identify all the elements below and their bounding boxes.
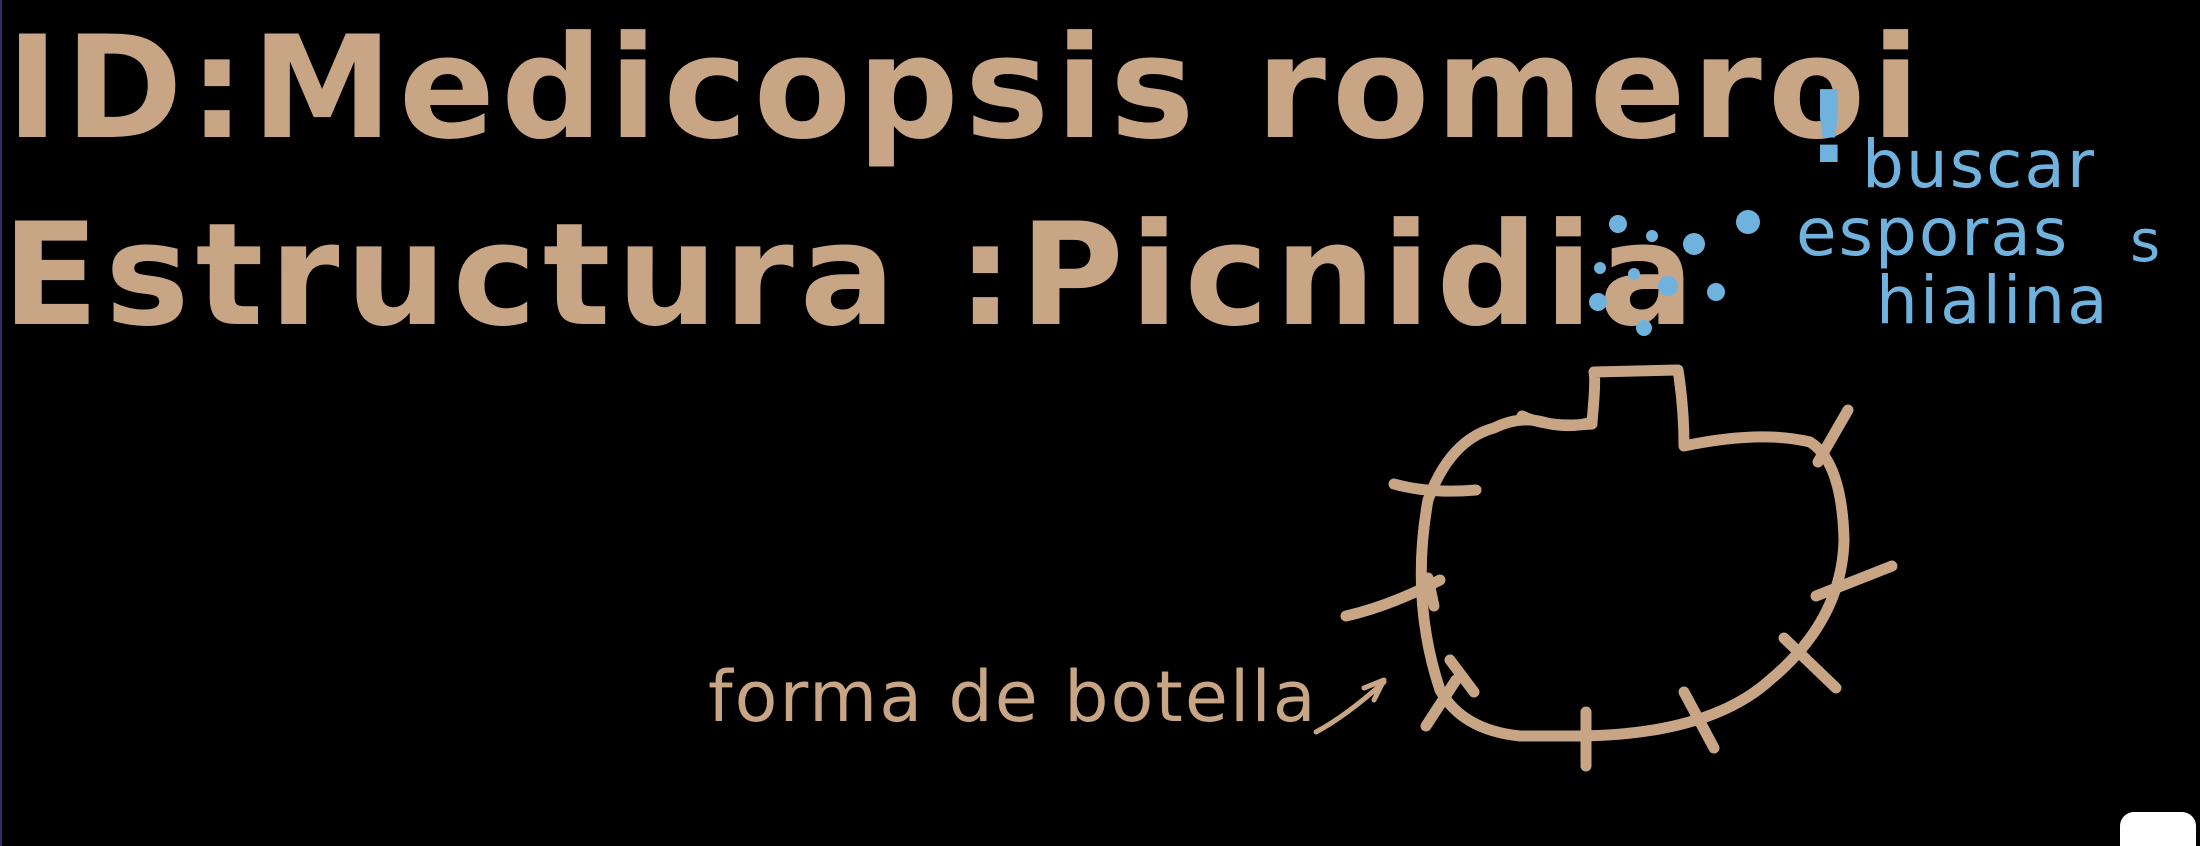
note-s: s [2130,207,2163,275]
hair-right-upper [1812,404,1854,468]
arrow-head [1361,677,1387,703]
neck-left-ridge [1516,410,1598,431]
spore-dots [1589,210,1760,336]
corner-panel-handle[interactable] [2120,812,2196,846]
exclamation-mark: ! [1806,69,1854,186]
spore-dot [1636,320,1652,336]
spore-dot [1707,283,1725,301]
hair-left-lower-a [1420,674,1462,732]
hair-left-upper [1388,478,1482,497]
bottle-shape-caption: forma de botella [708,656,1318,738]
hair-left-middle-tail [1422,572,1440,612]
hair-right-middle [1810,560,1898,602]
bottle-outline [1415,364,1850,742]
caption-arrow [1313,677,1387,735]
spore-dot [1683,233,1705,255]
spore-dot [1609,215,1627,233]
canvas-left-border [0,0,2,846]
spore-dot [1658,276,1678,296]
spore-dot [1646,230,1658,242]
spore-dot [1589,293,1607,311]
note-hialina: hialina [1876,262,2110,339]
id-title: ID:Medicopsis romeroi [6,6,1927,171]
spore-dot [1736,210,1760,234]
hair-right-lower [1778,632,1842,694]
arrow-shaft [1313,679,1387,735]
note-esporas: esporas [1796,194,2070,271]
bottle-structure [1340,364,1898,772]
hair-bottom-right [1678,686,1720,754]
spore-dot [1628,268,1640,280]
hair-left-lower-b [1444,654,1480,698]
spore-dot [1594,262,1606,274]
structure-title: Estructura :Picnidia [2,193,1701,358]
note-buscar: buscar [1862,126,2096,203]
